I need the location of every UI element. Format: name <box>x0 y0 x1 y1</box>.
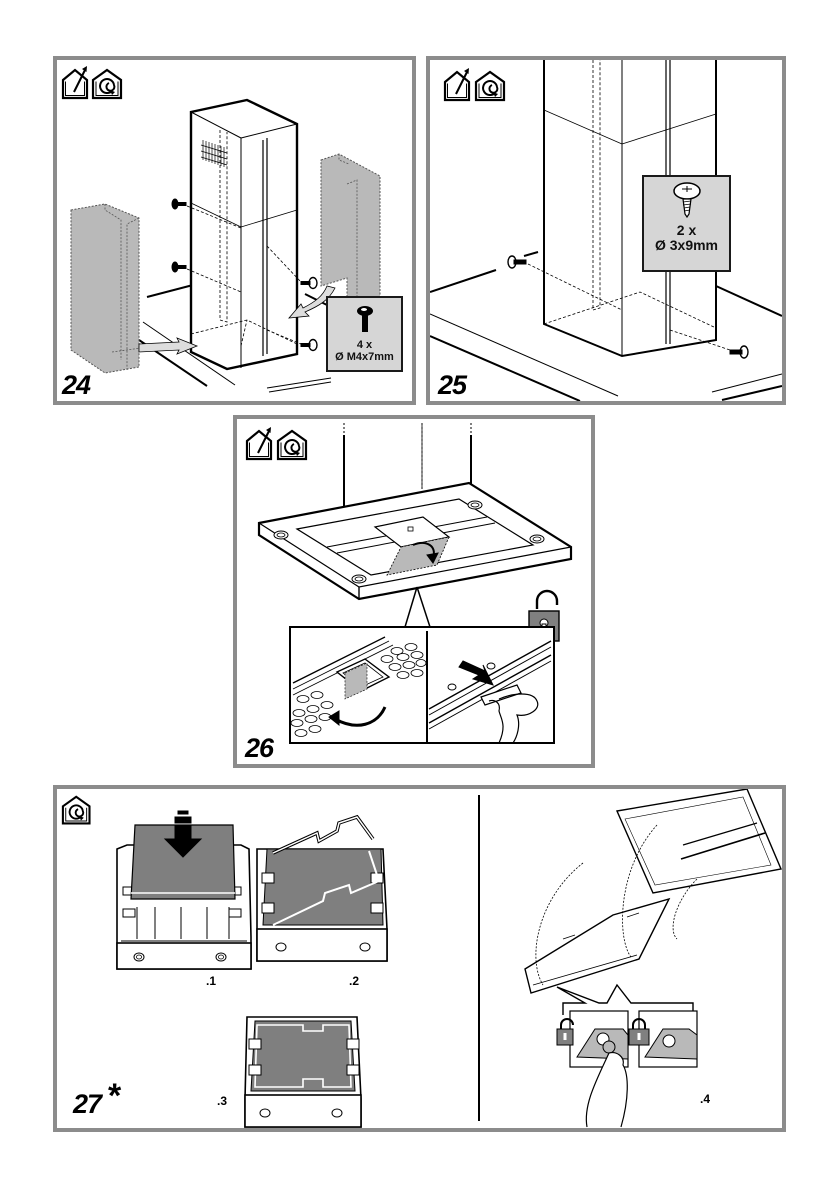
extraction-mode-icon <box>63 66 87 98</box>
machine-screw-icon <box>355 304 375 334</box>
hood-filter-panel <box>525 789 781 993</box>
hood-canopy <box>259 483 571 599</box>
step-27-panel: .1 .2 .3 .4 27 * <box>53 785 786 1132</box>
callout-lines <box>405 587 430 627</box>
self-tapping-screw-icon <box>672 182 702 218</box>
hardware-size: Ø 3x9mm <box>644 238 729 253</box>
extraction-mode-icon <box>247 427 271 459</box>
sub-step-label: .4 <box>700 1093 710 1105</box>
chimney-column <box>191 100 297 369</box>
sub-step-label: .1 <box>206 975 216 987</box>
recirculation-mode-icon <box>93 70 121 98</box>
hardware-quantity: 4 x <box>328 339 401 351</box>
step-25-panel: 2 x Ø 3x9mm 25 <box>426 56 786 405</box>
step-number: 26 <box>245 735 273 762</box>
hardware-spec-box: 4 x Ø M4x7mm <box>326 296 403 372</box>
step-number: 24 <box>62 372 90 399</box>
detail-inset <box>290 627 554 743</box>
sub-step-label: .3 <box>217 1095 227 1107</box>
sub-step-label: .2 <box>349 975 359 987</box>
step-number: 27 <box>73 1091 101 1118</box>
hardware-size: Ø M4x7mm <box>328 351 401 363</box>
step-26-illustration <box>237 419 591 764</box>
left-cover-panel <box>71 204 141 373</box>
step-27-illustration <box>57 789 782 1128</box>
recirculation-mode-icon <box>476 72 504 100</box>
step-26-panel: 26 <box>233 415 595 768</box>
filter-tray-1 <box>117 811 251 969</box>
hardware-quantity: 2 x <box>644 223 729 238</box>
recirculation-mode-icon <box>278 431 306 459</box>
filter-tray-3 <box>245 1017 361 1127</box>
optional-marker: * <box>108 1079 121 1113</box>
recirculation-mode-icon <box>63 797 90 824</box>
filter-tray-2 <box>257 817 387 961</box>
step-number: 25 <box>438 372 466 399</box>
step-24-panel: 4 x Ø M4x7mm 24 <box>53 56 416 405</box>
extraction-mode-icon <box>445 68 469 100</box>
hardware-spec-box: 2 x Ø 3x9mm <box>642 175 731 272</box>
